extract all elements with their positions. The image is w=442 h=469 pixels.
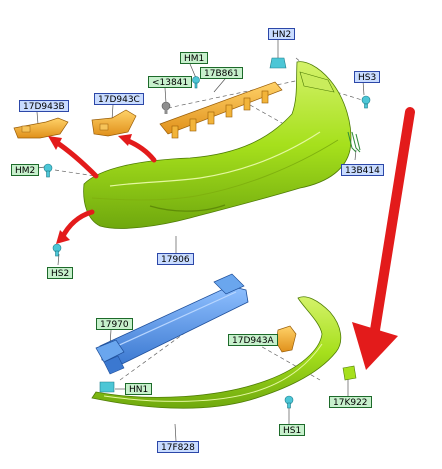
callout-17f828: 17F828 bbox=[157, 441, 199, 453]
fasteners bbox=[43, 57, 371, 409]
callout-hn1: HN1 bbox=[125, 383, 153, 395]
callout-13b414: 13B414 bbox=[341, 164, 384, 176]
callout-hs1: HS1 bbox=[279, 424, 306, 436]
callout-17970: 17970 bbox=[96, 318, 133, 330]
arrow-head-center-bracket bbox=[118, 134, 132, 146]
arrow-head-17k922 bbox=[352, 322, 398, 370]
callout-17d943c: 17D943C bbox=[94, 93, 144, 105]
callout-13841: <13841 bbox=[148, 76, 193, 88]
callout-hm1-top: HM1 bbox=[180, 52, 209, 64]
arrow-head-hs2 bbox=[56, 230, 70, 244]
fastener-hs3 bbox=[361, 95, 371, 109]
bracket-17b861 bbox=[159, 81, 283, 139]
callout-hs2: HS2 bbox=[47, 267, 74, 279]
bracket-17d943b bbox=[13, 117, 69, 139]
bracket-17d943a bbox=[275, 325, 297, 353]
arrow-head-left-bracket bbox=[48, 136, 62, 150]
bumper-cover-17906 bbox=[83, 61, 352, 229]
callout-17906: 17906 bbox=[157, 253, 194, 265]
callout-17d943b: 17D943B bbox=[19, 100, 69, 112]
fastener-13841 bbox=[161, 101, 171, 114]
fastener-hs1 bbox=[284, 395, 294, 409]
fastener-hn1 bbox=[99, 381, 115, 393]
callout-hs3: HS3 bbox=[354, 71, 381, 83]
callout-17d943a: 17D943A bbox=[228, 334, 278, 346]
reinforcement-17970 bbox=[95, 273, 249, 375]
wire-bracket-13b414 bbox=[347, 131, 361, 153]
callout-17b861: 17B861 bbox=[200, 67, 243, 79]
callout-hm2: HM2 bbox=[11, 164, 40, 176]
callout-17k922: 17K922 bbox=[329, 396, 372, 408]
lower-bumper-17f828 bbox=[91, 296, 342, 409]
fastener-17k922 bbox=[342, 365, 357, 381]
fastener-hm2 bbox=[43, 163, 53, 178]
fastener-hn2 bbox=[269, 57, 287, 69]
fastener-hm1-top bbox=[192, 76, 200, 89]
bracket-17d943c bbox=[91, 109, 137, 137]
callout-hn2: HN2 bbox=[268, 28, 296, 40]
red-arrows bbox=[48, 107, 415, 370]
fastener-hs2 bbox=[52, 243, 62, 257]
